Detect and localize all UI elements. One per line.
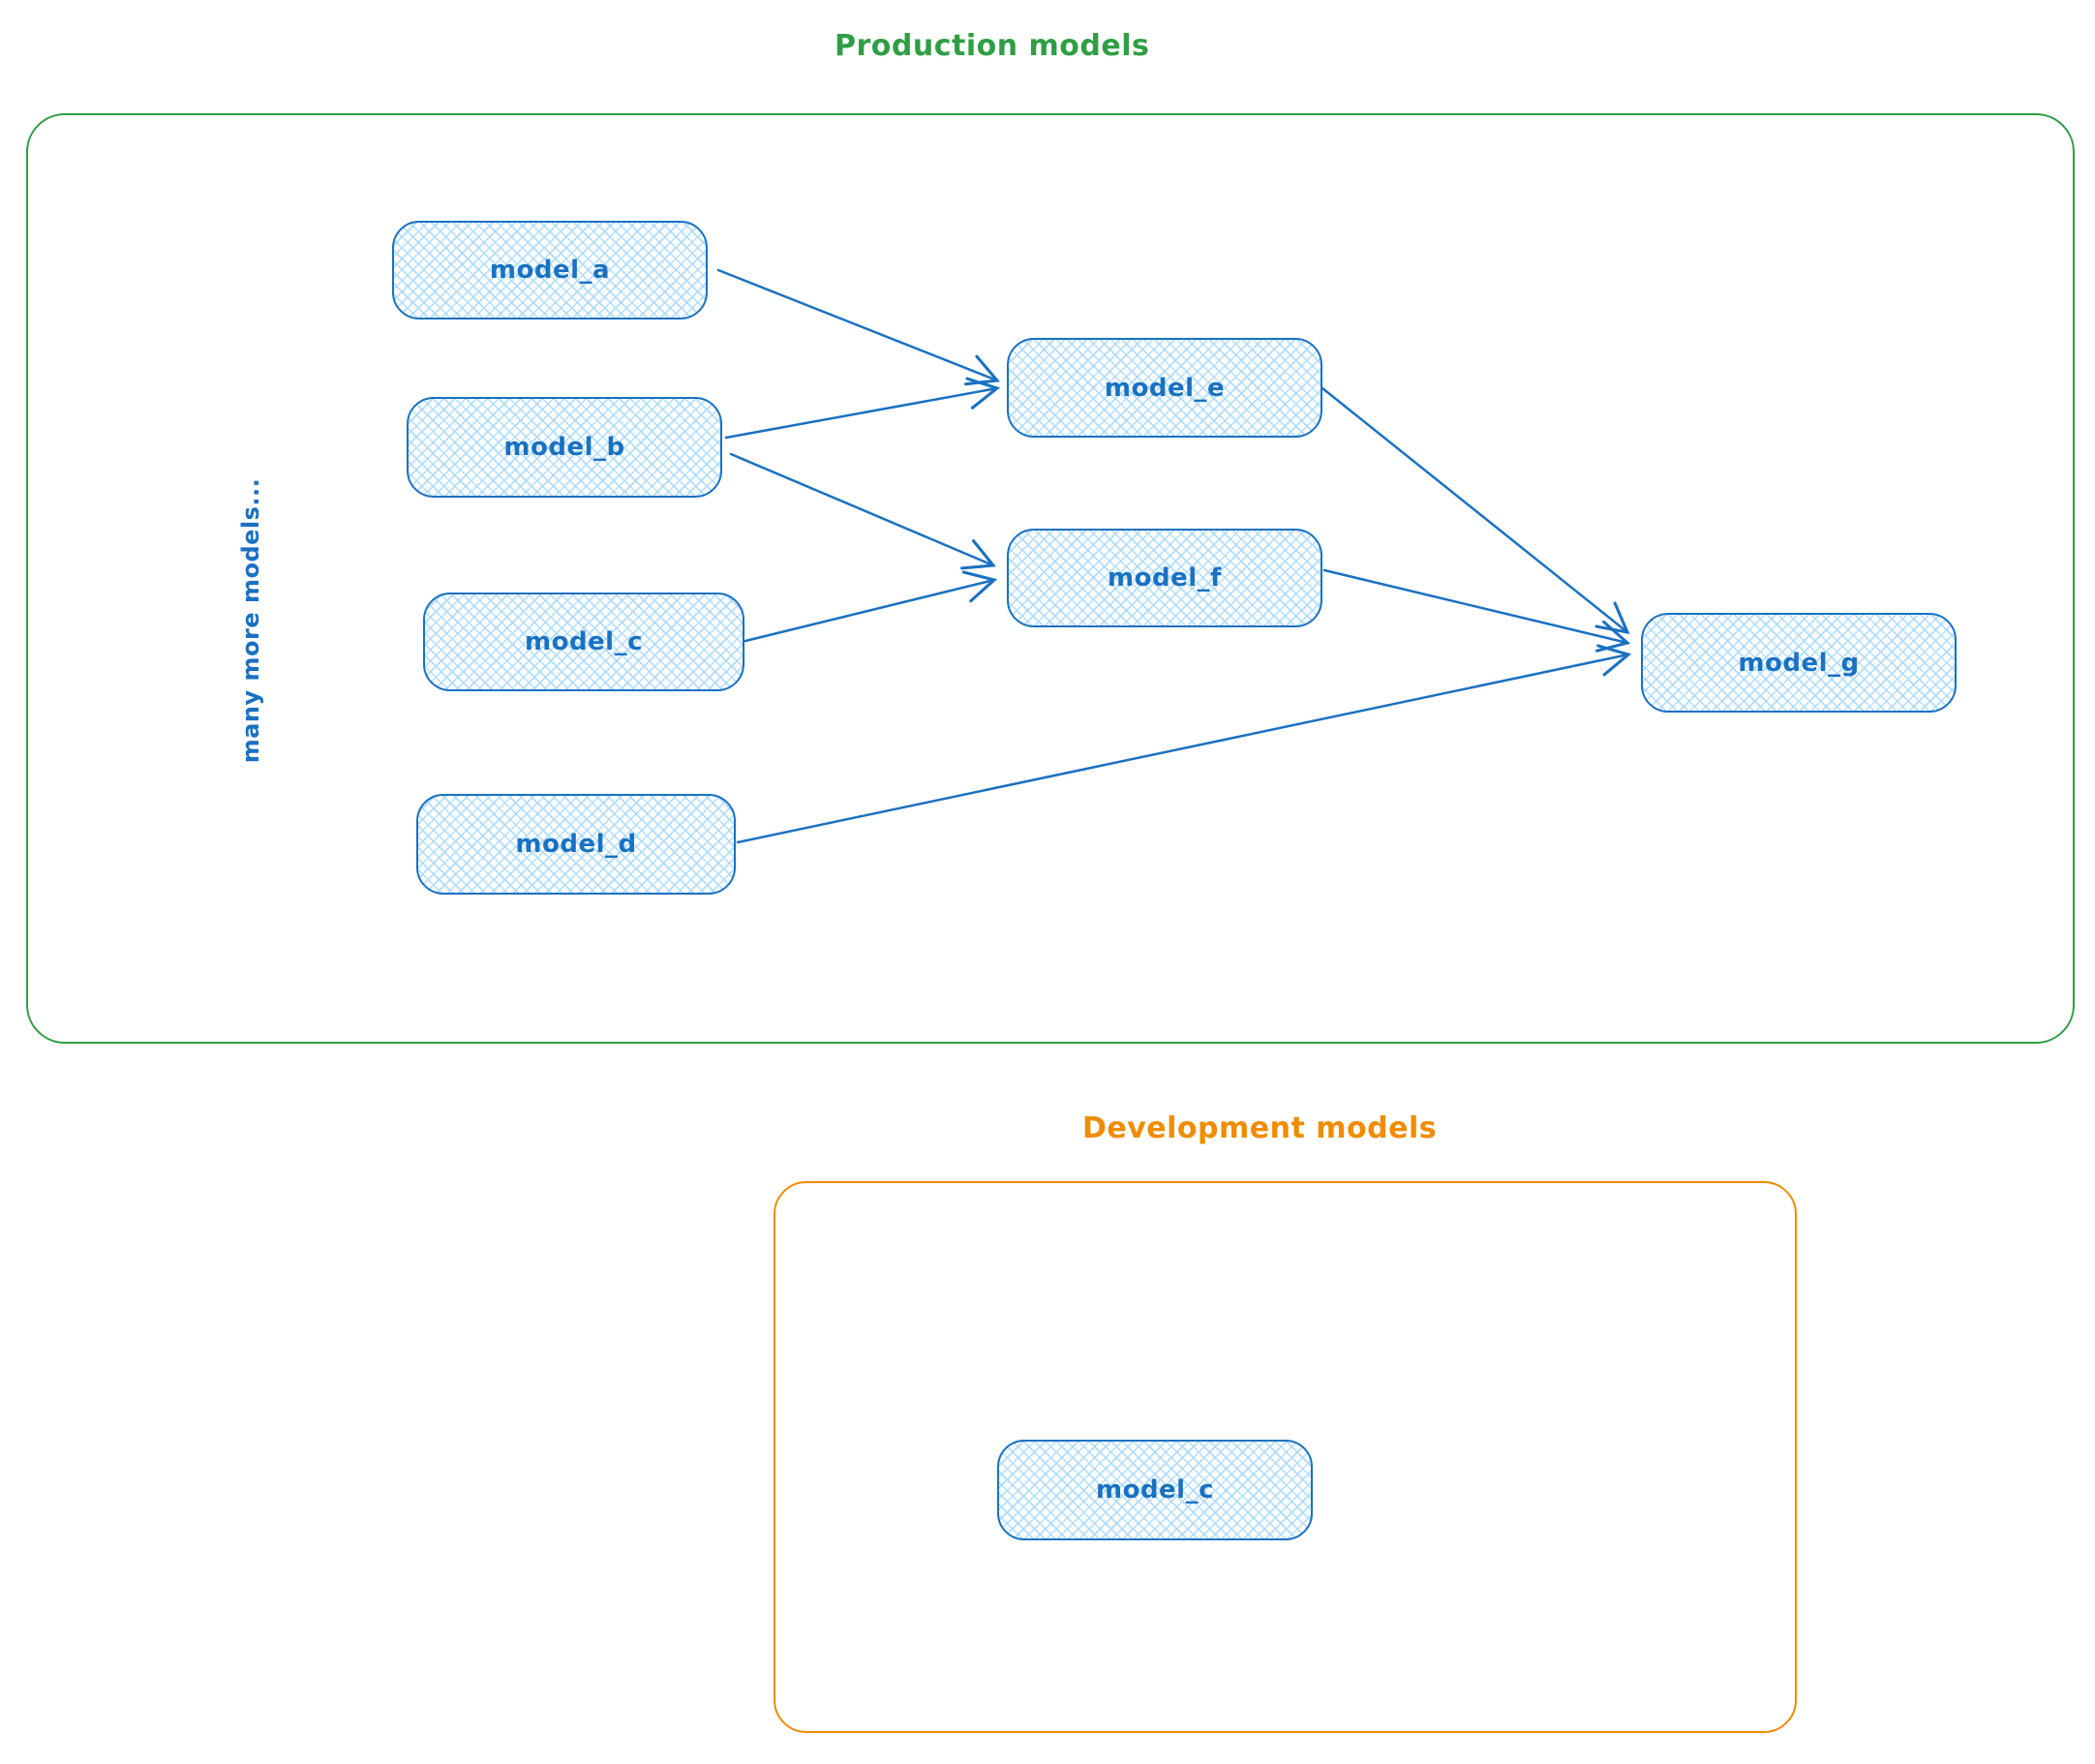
node-model-f[interactable]: model_f [1007,529,1322,627]
node-model-e[interactable]: model_e [1007,338,1322,438]
node-model-c-label: model_c [524,627,644,656]
development-group-title[interactable]: Development models [1082,1111,1438,1145]
many-more-models-annotation[interactable]: many more models... [237,477,264,764]
node-model-a[interactable]: model_a [392,221,708,319]
production-group-container[interactable] [26,113,2075,1044]
node-model-d-label: model_d [515,830,637,859]
development-group-container[interactable] [774,1181,1797,1733]
node-model-g-label: model_g [1738,648,1860,678]
node-model-c[interactable]: model_c [423,593,744,691]
node-model-c-dev-label: model_c [1095,1475,1215,1505]
node-model-c-dev[interactable]: model_c [997,1440,1313,1540]
node-model-g[interactable]: model_g [1641,613,1957,713]
node-model-b-label: model_b [503,433,625,462]
node-model-d[interactable]: model_d [416,794,736,895]
node-model-e-label: model_e [1104,373,1226,403]
node-model-b[interactable]: model_b [407,397,722,498]
node-model-a-label: model_a [489,256,611,285]
production-group-title[interactable]: Production models [835,29,1150,63]
node-model-f-label: model_f [1108,563,1222,593]
